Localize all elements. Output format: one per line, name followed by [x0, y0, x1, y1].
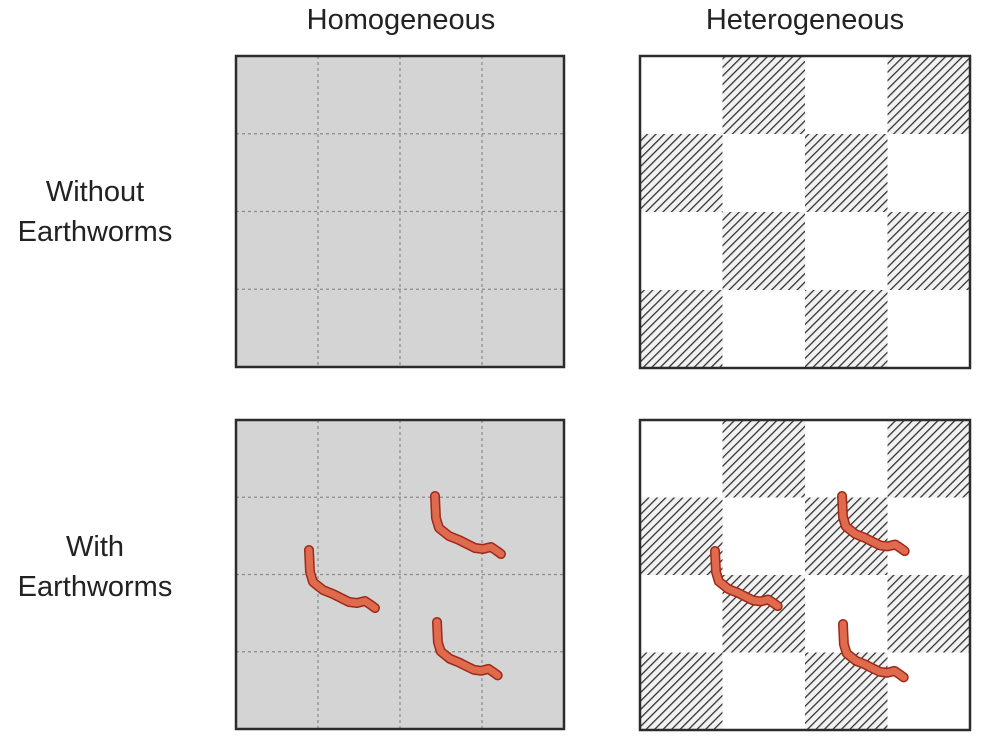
hatched-patch: [722, 212, 805, 290]
panel-border: [638, 418, 972, 732]
hatched-patch: [887, 56, 970, 134]
row-label-without-earthworms: Without Earthworms: [0, 172, 190, 252]
earthworm-body: [711, 547, 782, 610]
hatched-patch: [640, 497, 723, 575]
earthworm-icon: [838, 619, 909, 683]
earthworm-icon: [710, 546, 783, 612]
hatched-patch: [722, 420, 805, 498]
panel-heterogeneous-without-earthworms: [638, 54, 972, 370]
column-header-homogeneous: Homogeneous: [306, 4, 496, 36]
panel-border: [234, 418, 566, 731]
panel-homogeneous-with-earthworms: [234, 418, 566, 731]
hatched-patch: [640, 652, 723, 730]
earthworm-body: [838, 492, 909, 555]
row-label-line-1: Without: [45, 176, 145, 208]
panel-border: [234, 54, 566, 369]
earthworm-icon: [837, 491, 910, 557]
hatched-patch: [887, 420, 970, 498]
hatched-patch: [640, 134, 723, 212]
panel-heterogeneous-with-earthworms: [638, 418, 972, 732]
earthworm-body: [431, 492, 505, 558]
earthworm-body: [305, 546, 379, 612]
earthworm-icon: [432, 617, 503, 681]
panel-border: [638, 54, 972, 370]
earthworm-body: [433, 618, 502, 679]
row-label-with-earthworms: With Earthworms: [0, 527, 190, 607]
earthworm-body: [839, 620, 908, 681]
hatched-patch: [722, 56, 805, 134]
hatched-patch: [805, 134, 888, 212]
column-header-heterogeneous: Heterogeneous: [705, 4, 905, 36]
hatched-patch: [805, 290, 888, 368]
earthworm-icon: [304, 545, 380, 613]
row-label-line-2: Earthworms: [17, 571, 173, 603]
hatched-patch: [640, 290, 723, 368]
row-label-line-1: With: [66, 531, 124, 563]
row-label-line-2: Earthworms: [17, 216, 173, 248]
hatched-patch: [887, 212, 970, 290]
earthworm-icon: [430, 491, 506, 559]
hatched-patch: [887, 575, 970, 653]
panel-homogeneous-without-earthworms: [234, 54, 566, 369]
